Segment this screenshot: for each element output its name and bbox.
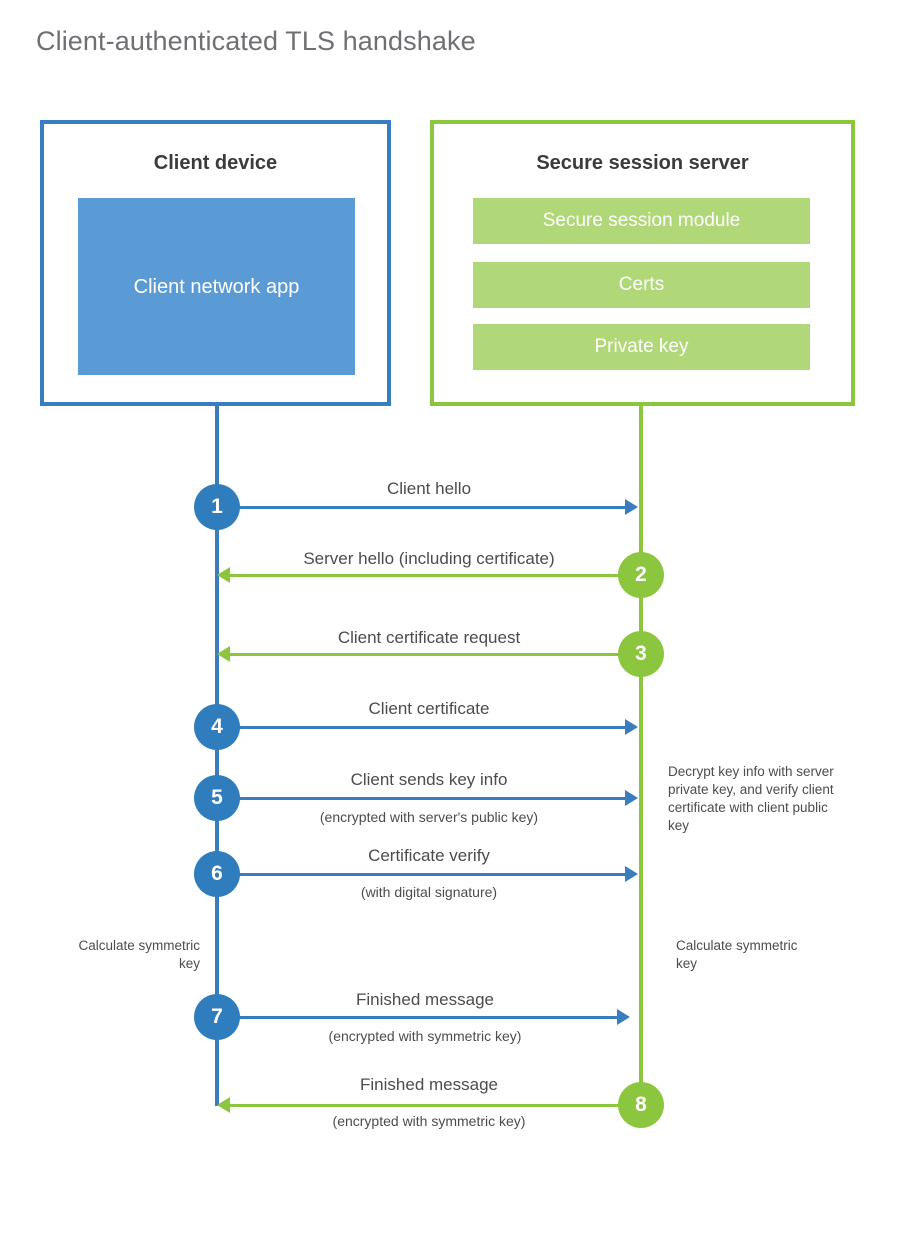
arrow-head-left-2 [217,567,230,583]
arrow-head-right-4 [625,719,638,735]
server-calculate-symmetric-key-note: Calculate symmetric key [676,938,798,971]
step-circle-7[interactable]: 7 [194,994,240,1040]
message-label-4: Client certificate [368,699,490,718]
step-circle-6[interactable]: 6 [194,851,240,897]
message-line-7 [217,1016,617,1019]
message-line-4 [217,726,625,729]
arrow-head-right-5 [625,790,638,806]
arrow-head-left-8 [217,1097,230,1113]
message-label-2: Server hello (including certificate) [303,549,555,568]
secure-session-server-box: Secure session server Secure session mod… [430,120,855,406]
arrow-head-right-6 [625,866,638,882]
server-block-certs: Certs [473,262,810,308]
message-line-5 [217,797,625,800]
arrow-head-right-1 [625,499,638,515]
message-line-6 [217,873,625,876]
message-label-7: Finished message [356,990,494,1009]
server-block-private-key: Private key [473,324,810,370]
step-circle-8[interactable]: 8 [618,1082,664,1128]
client-device-box: Client device Client network app [40,120,391,406]
message-sublabel-7: (encrypted with symmetric key) [328,1028,522,1044]
server-lifeline [639,402,643,1106]
message-sublabel-6: (with digital signature) [360,884,498,900]
message-sublabel-5: (encrypted with server's public key) [319,809,539,825]
message-line-2 [230,574,641,577]
step-circle-3[interactable]: 3 [618,631,664,677]
secure-session-server-title: Secure session server [536,152,749,174]
message-sublabel-8: (encrypted with symmetric key) [332,1113,526,1129]
client-calculate-symmetric-key-note: Calculate symmetric key [78,938,200,971]
message-line-3 [230,653,641,656]
message-line-8 [230,1104,641,1107]
step-circle-4[interactable]: 4 [194,704,240,750]
server-block-secure-session-module: Secure session module [473,198,810,244]
client-device-title: Client device [153,152,278,174]
client-network-app-block: Client network app [78,198,355,375]
message-label-6: Certificate verify [368,846,490,865]
arrow-head-left-3 [217,646,230,662]
message-label-3: Client certificate request [337,628,521,647]
page-title: Client-authenticated TLS handshake [36,26,476,56]
server-decrypt-note: Decrypt key info with server private key… [668,764,834,833]
step-circle-2[interactable]: 2 [618,552,664,598]
message-label-5: Client sends key info [350,770,508,789]
arrow-head-right-7 [617,1009,630,1025]
client-lifeline [215,402,219,1106]
message-label-8: Finished message [360,1075,498,1094]
step-circle-1[interactable]: 1 [194,484,240,530]
message-label-1: Client hello [386,479,472,498]
step-circle-5[interactable]: 5 [194,775,240,821]
message-line-1 [217,506,625,509]
